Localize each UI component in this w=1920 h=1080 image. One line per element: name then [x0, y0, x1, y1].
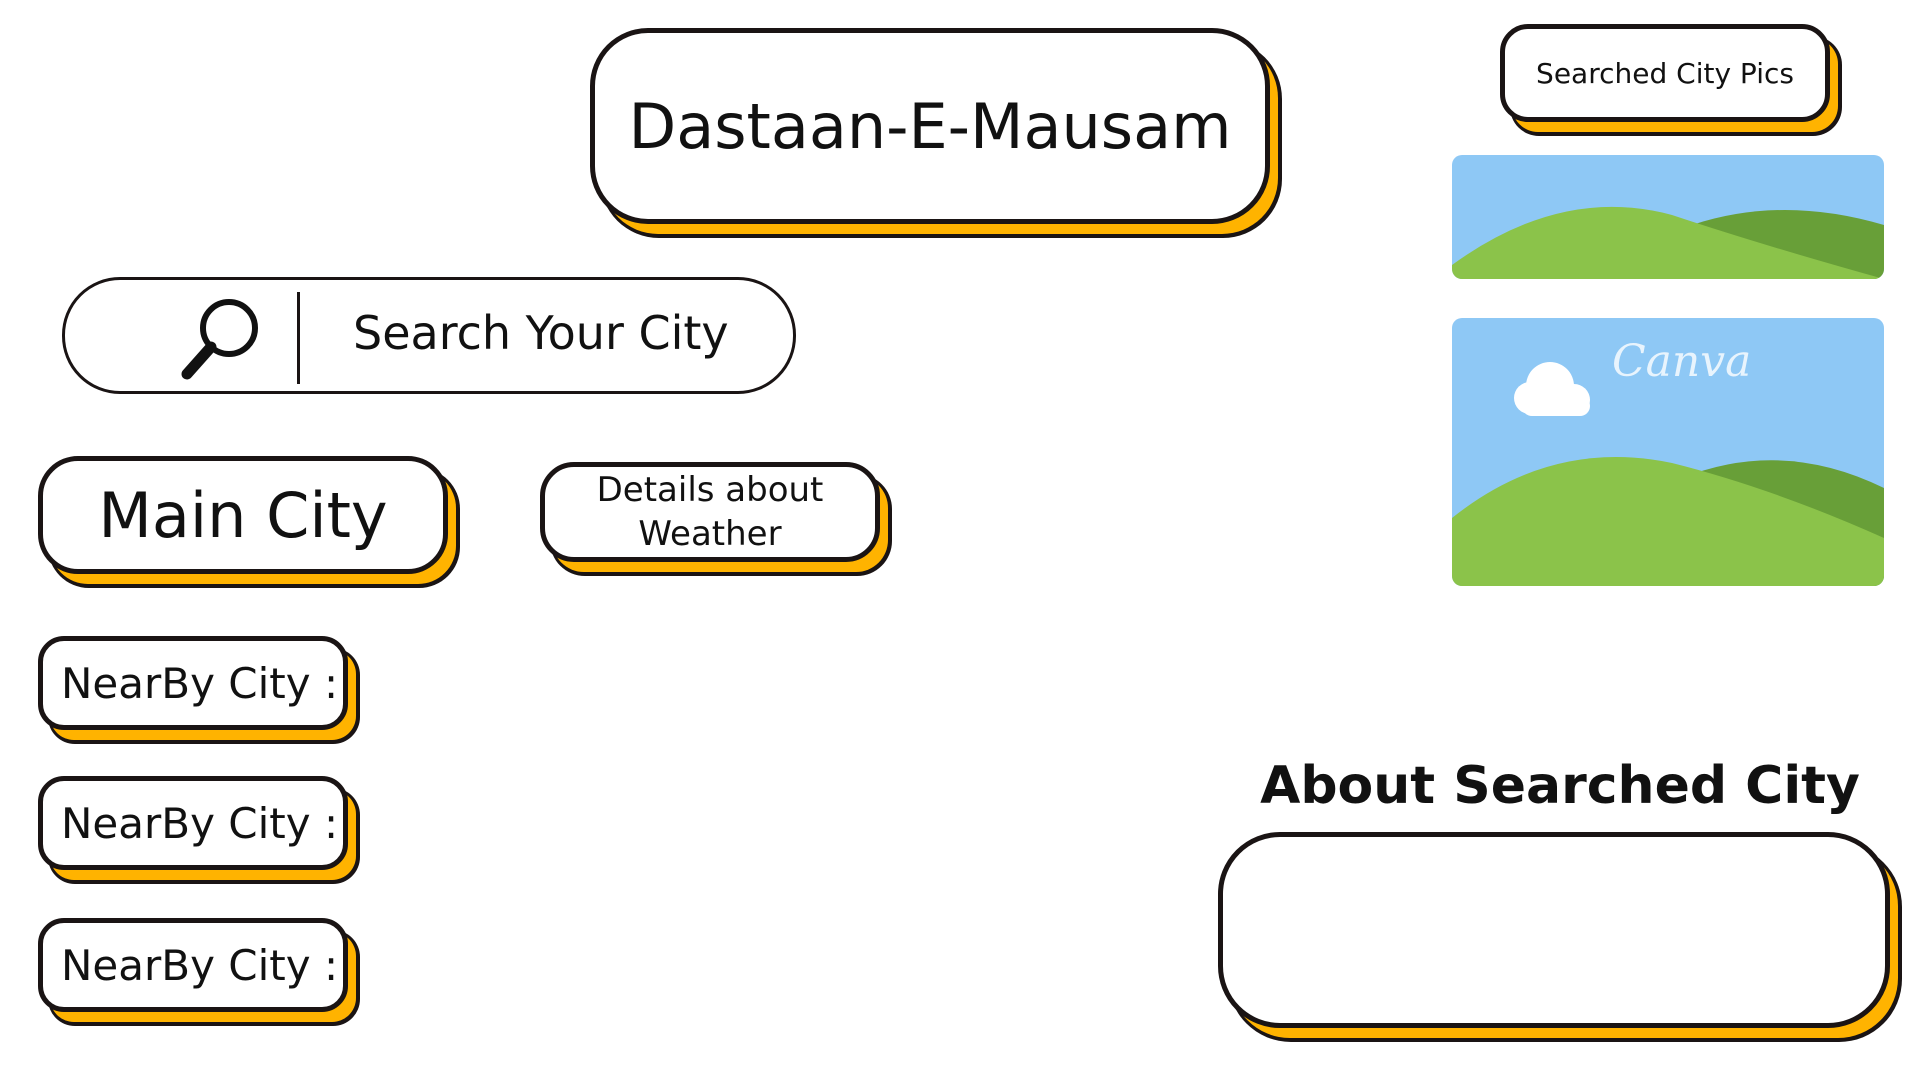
main-city-button[interactable]: Main City: [38, 456, 448, 574]
nearby-city-item[interactable]: NearBy City :: [38, 918, 348, 1012]
city-image-placeholder: [1452, 155, 1884, 279]
landscape-placeholder-icon: [1452, 318, 1884, 586]
main-city-label: Main City: [98, 478, 388, 552]
cloud-icon: [1514, 362, 1590, 416]
search-bar[interactable]: Search Your City: [62, 277, 796, 394]
nearby-city-label: NearBy City :: [61, 940, 339, 990]
search-placeholder[interactable]: Search Your City: [353, 306, 729, 360]
canva-watermark: Canva: [1612, 336, 1752, 387]
city-image-placeholder: Canva: [1452, 318, 1884, 586]
app-title: Dastaan-E-Mausam: [590, 28, 1270, 224]
nearby-city-label: NearBy City :: [61, 798, 339, 848]
about-searched-city-panel: [1218, 832, 1890, 1028]
weather-details-line-1: Details about: [596, 469, 824, 510]
app-title-text: Dastaan-E-Mausam: [628, 89, 1232, 163]
searched-city-pics-button[interactable]: Searched City Pics: [1500, 24, 1830, 122]
about-searched-city-heading: About Searched City: [1260, 756, 1860, 816]
searched-city-pics-label: Searched City Pics: [1536, 56, 1794, 90]
landscape-placeholder-icon: [1452, 155, 1884, 279]
search-divider: [297, 292, 300, 384]
search-icon[interactable]: [177, 294, 267, 384]
weather-details-button[interactable]: Details about Weather: [540, 462, 880, 562]
weather-details-line-2: Weather: [638, 514, 782, 554]
nearby-city-label: NearBy City :: [61, 658, 339, 708]
nearby-city-item[interactable]: NearBy City :: [38, 776, 348, 870]
nearby-city-item[interactable]: NearBy City :: [38, 636, 348, 730]
